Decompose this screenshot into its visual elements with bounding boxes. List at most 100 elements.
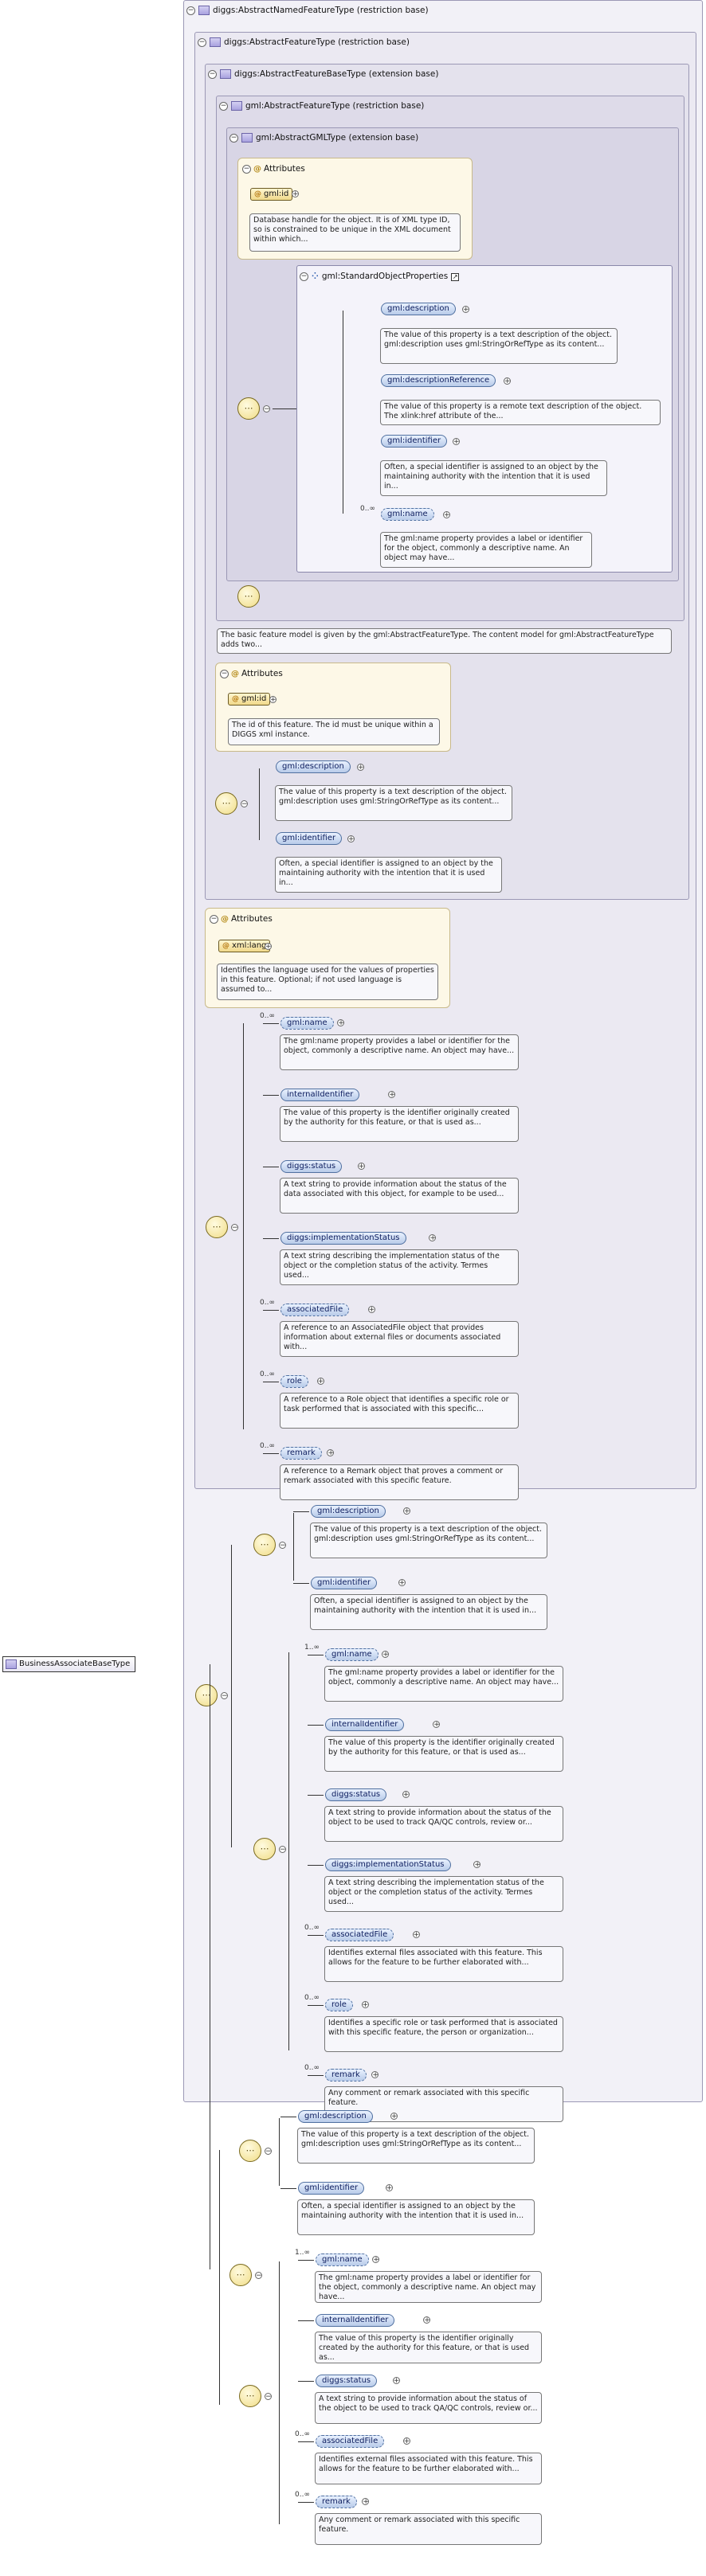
expander-plus[interactable]: +	[361, 2001, 369, 2009]
expander-plus[interactable]: +	[392, 2377, 400, 2385]
bottom-inner-sequence-icon[interactable]: ⋯	[239, 2385, 261, 2407]
expander-plus[interactable]: +	[402, 1791, 410, 1799]
expander-minus[interactable]: −	[231, 1224, 238, 1232]
expander-plus[interactable]: +	[423, 2316, 431, 2324]
attributes-expander[interactable]: −	[210, 914, 218, 924]
gml-id-expander[interactable]: +	[292, 190, 299, 198]
link-icon[interactable]: ↗	[451, 273, 460, 281]
gml-name-element[interactable]: gml:name	[381, 508, 434, 521]
f3-gml-id-attribute[interactable]: gml:id	[228, 693, 271, 706]
element-remark[interactable]: remark	[316, 2496, 357, 2508]
element-remark[interactable]: remark	[325, 2069, 367, 2082]
f1-sequence-compositor-icon[interactable]: ⋯	[195, 1684, 218, 1706]
expander-plus[interactable]: +	[453, 438, 460, 446]
element-gml-name[interactable]: gml:name	[325, 1648, 378, 1661]
expander-plus[interactable]: +	[473, 1861, 481, 1869]
frame3-expander[interactable]: −	[208, 69, 217, 79]
expander-plus[interactable]: +	[398, 1579, 406, 1587]
expander-plus[interactable]: +	[402, 2437, 410, 2445]
f1-choice-compositor-icon[interactable]: ⋯	[253, 1534, 276, 1556]
sequence-compositor-icon-2[interactable]: ⋯	[237, 585, 260, 608]
element-gml-identifier[interactable]: gml:identifier	[311, 1577, 378, 1589]
gml-description-element[interactable]: gml:description	[381, 303, 456, 315]
expander-plus[interactable]: +	[462, 306, 469, 314]
expander-plus[interactable]: +	[265, 943, 272, 951]
sop-title-row: −⁘gml:StandardObjectProperties↗	[300, 271, 460, 282]
root-type[interactable]: BusinessAssociateBaseType	[2, 1656, 136, 1672]
expander-plus[interactable]: +	[367, 1306, 375, 1314]
element-gml-description[interactable]: gml:description	[298, 2110, 373, 2123]
expander-plus[interactable]: +	[390, 2113, 398, 2121]
f1-inner-sequence-icon[interactable]: ⋯	[253, 1838, 276, 1860]
element-diggs-implementationstatus[interactable]: diggs:implementationStatus	[280, 1232, 406, 1245]
attributes-expander[interactable]: −	[242, 164, 251, 174]
expander-plus[interactable]: +	[357, 764, 364, 772]
frame4-expander[interactable]: −	[219, 101, 228, 111]
element-internalidentifier[interactable]: internalIdentifier	[325, 1718, 405, 1731]
element-diggs-implementationstatus[interactable]: diggs:implementationStatus	[325, 1859, 451, 1871]
expander-minus[interactable]: −	[265, 2393, 272, 2401]
connector-line	[263, 1453, 279, 1454]
expander-plus[interactable]: +	[412, 1931, 420, 1939]
sequence-expander[interactable]: −	[263, 405, 270, 413]
element-role[interactable]: role	[325, 1999, 353, 2011]
expander-plus[interactable]: +	[362, 2498, 370, 2506]
element-gml-identifier[interactable]: gml:identifier	[298, 2182, 365, 2195]
sop-expander[interactable]: −	[300, 272, 308, 281]
expander-plus[interactable]: +	[443, 511, 450, 519]
element-associatedfile[interactable]: associatedFile	[316, 2435, 385, 2448]
bottom-choice-icon[interactable]: ⋯	[239, 2140, 261, 2162]
expander-plus[interactable]: +	[371, 2071, 379, 2079]
frame2-expander[interactable]: −	[198, 37, 206, 47]
expander-plus[interactable]: +	[269, 696, 277, 704]
element-diggs-status[interactable]: diggs:status	[325, 1788, 387, 1801]
connector-line	[308, 1795, 324, 1796]
expander-plus[interactable]: +	[337, 1019, 345, 1027]
expander-plus[interactable]: +	[382, 1651, 390, 1659]
expander-minus[interactable]: −	[279, 1542, 286, 1550]
element-gml-name[interactable]: gml:name	[316, 2254, 369, 2266]
element-associatedfile[interactable]: associatedFile	[325, 1929, 394, 1941]
expander-plus[interactable]: +	[388, 1091, 396, 1099]
f3-gml-identifier-element[interactable]: gml:identifier	[276, 832, 343, 845]
gml-description-reference-element[interactable]: gml:descriptionReference	[381, 374, 496, 387]
element-associatedfile[interactable]: associatedFile	[280, 1304, 350, 1316]
expander-plus[interactable]: +	[372, 2256, 380, 2264]
expander-plus[interactable]: +	[327, 1449, 335, 1457]
expander-minus[interactable]: −	[255, 2272, 262, 2280]
bottom-sequence-icon[interactable]: ⋯	[229, 2264, 252, 2286]
element-remark[interactable]: remark	[280, 1447, 322, 1460]
frame1-expander[interactable]: −	[186, 6, 195, 15]
frame5-expander[interactable]: −	[229, 133, 238, 143]
expander-plus[interactable]: +	[429, 1234, 437, 1242]
element-internalidentifier[interactable]: internalIdentifier	[316, 2314, 395, 2327]
expander-plus[interactable]: +	[385, 2184, 393, 2192]
element-gml-description[interactable]: gml:description	[311, 1505, 386, 1518]
sequence-compositor-icon[interactable]: ⋯	[237, 397, 260, 420]
xml-lang-attribute[interactable]: xml:lang	[218, 940, 271, 952]
f3-choice-compositor-icon[interactable]: ⋯	[215, 792, 237, 815]
expander-plus[interactable]: +	[316, 1378, 324, 1386]
gml-identifier-desc: Often, a special identifier is assigned …	[380, 460, 607, 496]
element-diggs-status[interactable]: diggs:status	[280, 1160, 343, 1173]
expander-plus[interactable]: +	[347, 835, 355, 843]
element-gml-name[interactable]: gml:name	[280, 1017, 334, 1030]
element-description: Identifies external files associated wit…	[315, 2453, 542, 2484]
gml-id-attribute[interactable]: gml:id	[250, 188, 293, 201]
expander-plus[interactable]: +	[504, 377, 511, 385]
element-role[interactable]: role	[280, 1375, 308, 1388]
element-internalidentifier[interactable]: internalIdentifier	[280, 1089, 360, 1101]
f3-gml-description-element[interactable]: gml:description	[276, 760, 351, 773]
expander-minus[interactable]: −	[279, 1846, 286, 1854]
expander-plus[interactable]: +	[433, 1721, 441, 1729]
expander-minus[interactable]: −	[241, 800, 248, 808]
gml-identifier-element[interactable]: gml:identifier	[381, 435, 448, 448]
expander-plus[interactable]: +	[357, 1163, 365, 1171]
expander-minus[interactable]: −	[265, 2148, 272, 2156]
element-description: The value of this property is the identi…	[315, 2332, 542, 2363]
f2-sequence-compositor-icon[interactable]: ⋯	[206, 1216, 228, 1238]
attributes-expander[interactable]: −	[220, 669, 229, 678]
expander-minus[interactable]: −	[221, 1692, 228, 1700]
expander-plus[interactable]: +	[403, 1507, 410, 1515]
element-diggs-status[interactable]: diggs:status	[316, 2375, 378, 2387]
